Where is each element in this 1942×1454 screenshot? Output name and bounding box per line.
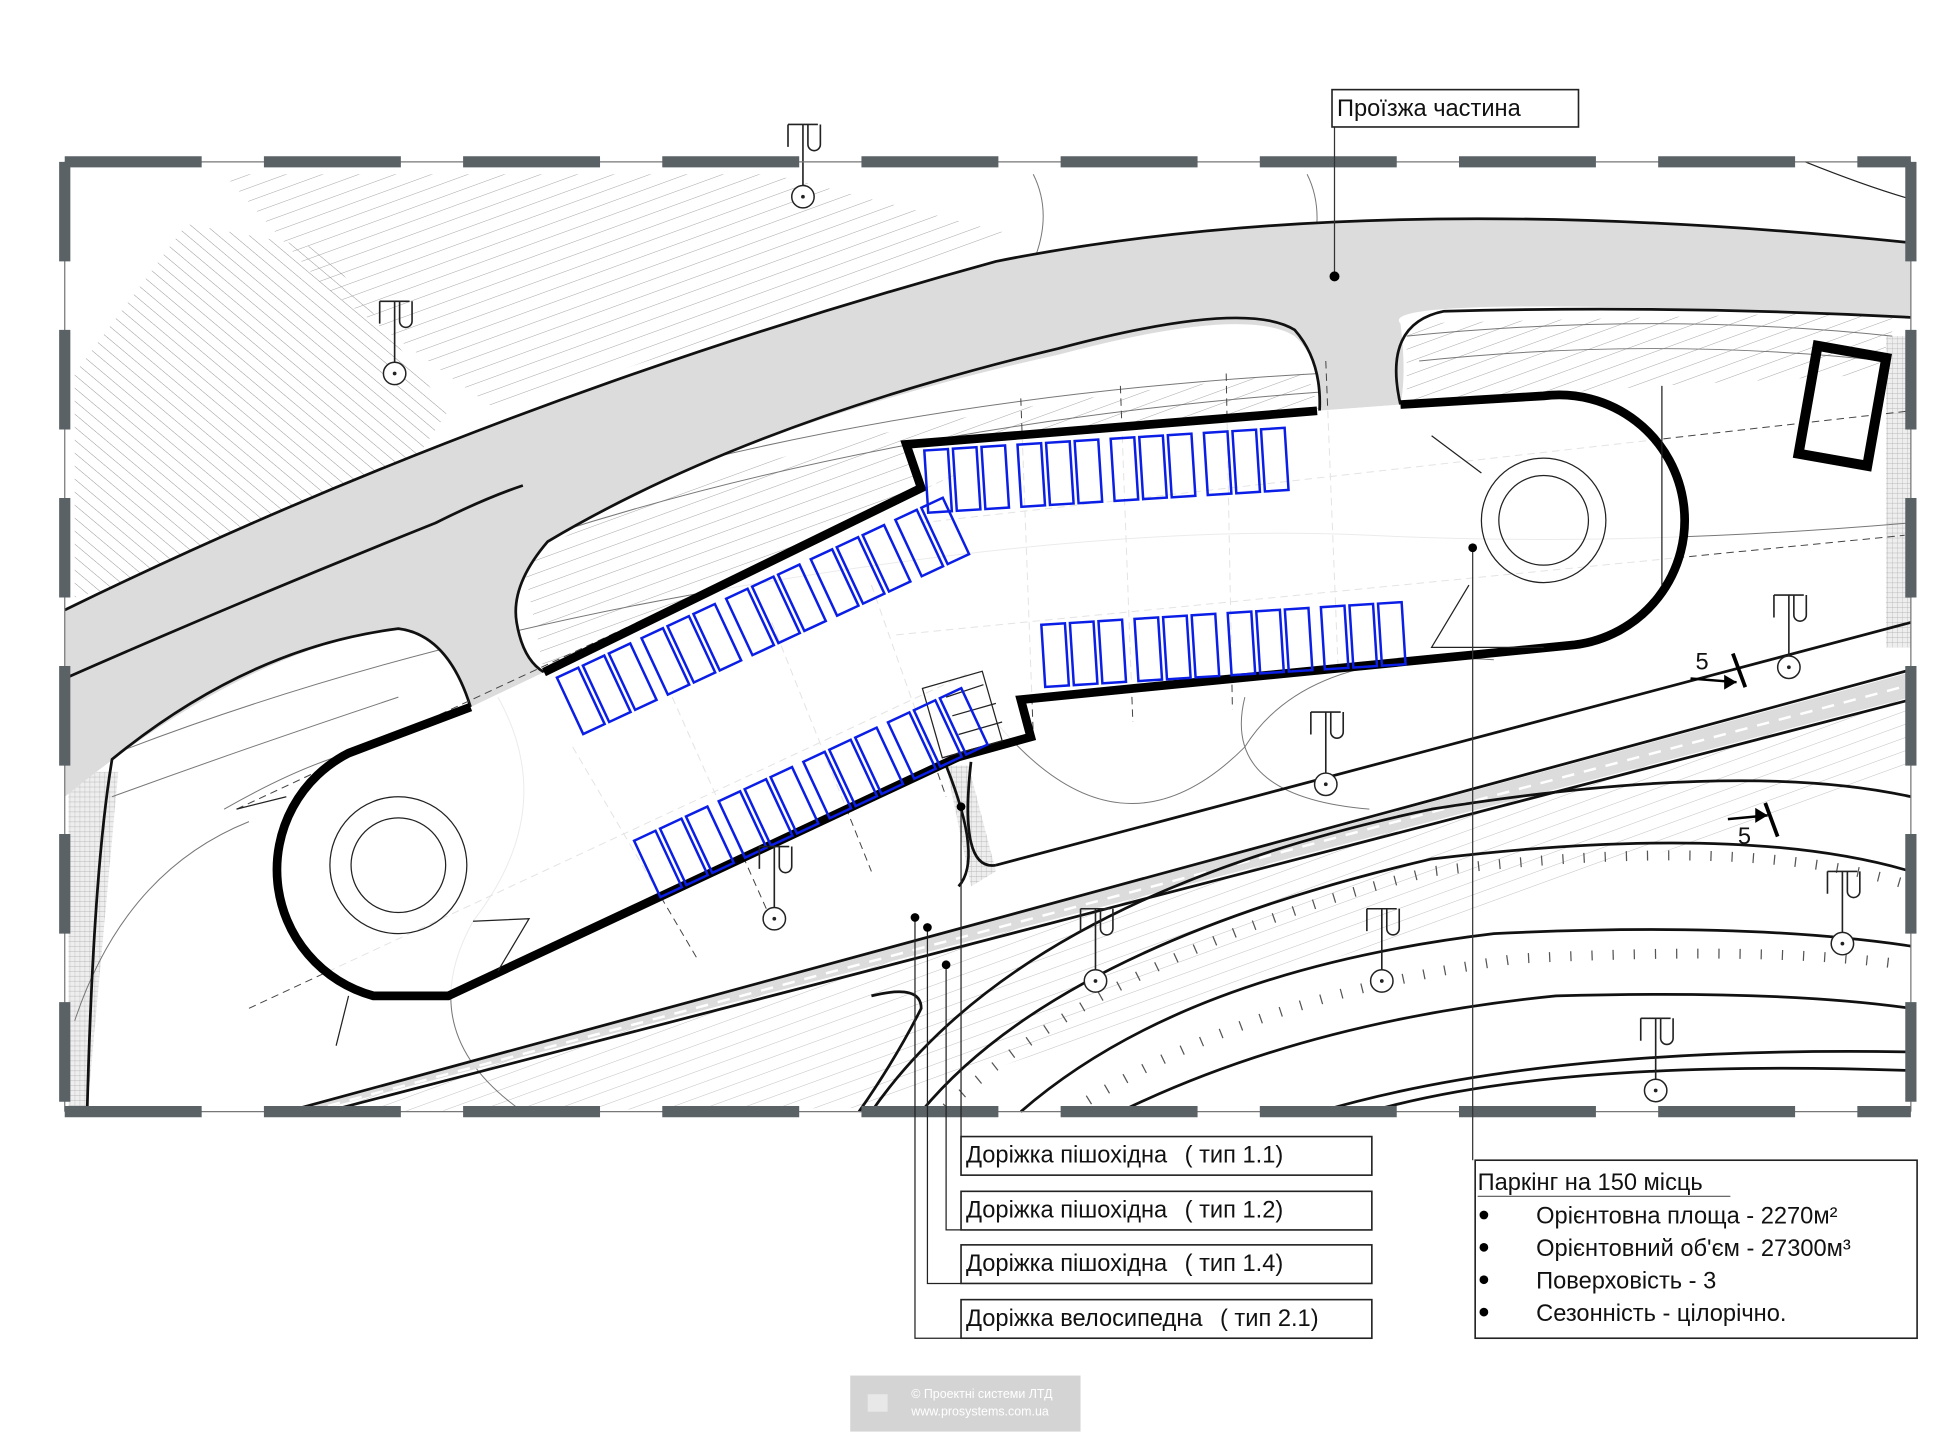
parking-stall: [665, 614, 717, 685]
parking-stall: [1190, 612, 1221, 679]
svg-text:© Проектні системи ЛТД: © Проектні системи ЛТД: [911, 1387, 1053, 1401]
stall-row: [555, 496, 971, 736]
svg-text:Доріжка пішохідна( тип 1.4): Доріжка пішохідна( тип 1.4): [966, 1251, 1283, 1277]
lamp-icon: [1366, 907, 1401, 993]
section-mark-2: 5: [1727, 802, 1780, 850]
lamp-icon: [787, 123, 822, 209]
callout-bike-path-type-2-1: Доріжка велосипедна( тип 2.1): [960, 1298, 1373, 1340]
parking-stall: [776, 562, 828, 633]
svg-text:Доріжка велосипедна( тип 2.1): Доріжка велосипедна( тип 2.1): [966, 1306, 1319, 1332]
parking-stall: [893, 508, 945, 578]
svg-text:Проїзжа частина: Проїзжа частина: [1337, 96, 1522, 122]
svg-text:www.prosystems.com.ua: www.prosystems.com.ua: [910, 1404, 1049, 1418]
parking-stall: [581, 653, 633, 724]
stall-row: [922, 426, 1290, 514]
parking-stall: [1259, 426, 1290, 493]
parking-stall: [632, 829, 684, 899]
parking-stall: [835, 535, 887, 606]
parking-stall: [750, 574, 802, 645]
parking-stall: [1097, 618, 1128, 685]
parking-stall: [639, 626, 691, 697]
parking-stall: [853, 725, 905, 796]
parking-stall: [658, 816, 710, 887]
utility-block: [1792, 340, 1893, 472]
parking-stall: [861, 523, 913, 594]
parking-stall: [1231, 428, 1262, 495]
parking-stall: [1319, 604, 1350, 671]
roadway-callout: Проїзжа частина: [1329, 88, 1580, 282]
parking-stall: [1068, 620, 1099, 687]
lamp-icon: [378, 300, 413, 386]
bike-path: [285, 621, 1912, 1113]
svg-text:Доріжка пішохідна( тип 1.1): Доріжка пішохідна( тип 1.1): [966, 1143, 1283, 1169]
drawing-frame: [59, 156, 1917, 1118]
parking-stall: [1137, 434, 1169, 501]
parking-stall: [1166, 432, 1197, 499]
path-callouts: Доріжка пішохідна( тип 1.1) Доріжка пішо…: [910, 802, 1373, 1340]
svg-text:Орієнтовна площа - 2270м²: Орієнтовна площа - 2270м²: [1536, 1204, 1837, 1230]
parking-stall: [1202, 430, 1233, 497]
parking-stall: [691, 602, 743, 673]
parking-info-box: Паркінг на 150 місць Орієнтовна площа - …: [1468, 543, 1918, 1340]
svg-text:5: 5: [1738, 824, 1751, 850]
parking-stall: [886, 710, 938, 781]
svg-text:Доріжка пішохідна( тип 1.2): Доріжка пішохідна( тип 1.2): [966, 1197, 1283, 1223]
svg-text:5: 5: [1696, 650, 1709, 676]
info-title: Паркінг на 150 місць: [1478, 1170, 1703, 1196]
svg-text:Орієнтовний об'єм - 27300м³: Орієнтовний об'єм - 27300м³: [1536, 1236, 1851, 1262]
parking-stall: [919, 496, 971, 566]
parking-stall: [1226, 610, 1257, 677]
parking-stall: [1109, 435, 1140, 503]
parking-stall: [1376, 600, 1407, 668]
lamp-icon: [1773, 594, 1808, 680]
roadway: [64, 161, 1912, 1112]
parking-stall: [827, 738, 879, 808]
callout-path-type-1-1: Доріжка пішохідна( тип 1.1): [960, 1135, 1373, 1176]
stall-row: [1040, 600, 1407, 689]
parking-stall: [684, 804, 736, 875]
parking-building: [236, 385, 1689, 1046]
parking-stall: [809, 547, 861, 618]
parking-stall: [1016, 441, 1047, 509]
parking-stall: [768, 765, 821, 836]
lamp-symbols: [378, 123, 1861, 1103]
parking-stall: [1133, 616, 1164, 683]
section-mark-1: 5: [1690, 650, 1748, 690]
watermark: © Проектні системи ЛТД www.prosystems.co…: [850, 1375, 1081, 1432]
parking-stall: [1254, 608, 1286, 675]
parking-stall: [1073, 438, 1104, 505]
parking-stall: [1044, 440, 1075, 507]
parking-stall: [951, 445, 982, 513]
lamp-icon: [758, 845, 793, 931]
parking-stall: [1283, 606, 1314, 673]
parking-stall: [555, 666, 607, 736]
parking-stall: [1040, 621, 1071, 689]
parking-stall: [724, 587, 776, 657]
lamp-icon: [1639, 1017, 1674, 1103]
parking-stall: [801, 750, 853, 820]
lamp-icon: [1310, 711, 1345, 797]
terraces: [857, 779, 1912, 1116]
parking-stall: [743, 777, 795, 848]
parking-stall: [938, 686, 990, 757]
parking-stalls: [555, 426, 1407, 899]
lamp-icon: [1826, 870, 1861, 956]
lamp-icon: [1079, 907, 1114, 993]
callout-path-type-1-4: Доріжка пішохідна( тип 1.4): [960, 1244, 1373, 1285]
parking-stall: [980, 444, 1011, 511]
parking-stall: [1348, 602, 1379, 669]
parking-stall: [1161, 614, 1192, 681]
svg-text:Сезонність - цілорічно.: Сезонність - цілорічно.: [1536, 1301, 1786, 1327]
parking-stall: [607, 641, 659, 712]
stall-row: [632, 686, 990, 899]
svg-text:Поверховість - 3: Поверховість - 3: [1536, 1268, 1716, 1294]
callout-path-type-1-2: Доріжка пішохідна( тип 1.2): [960, 1190, 1373, 1231]
parking-stall: [912, 698, 964, 769]
parking-stall: [922, 447, 954, 514]
parking-stall: [717, 789, 769, 860]
